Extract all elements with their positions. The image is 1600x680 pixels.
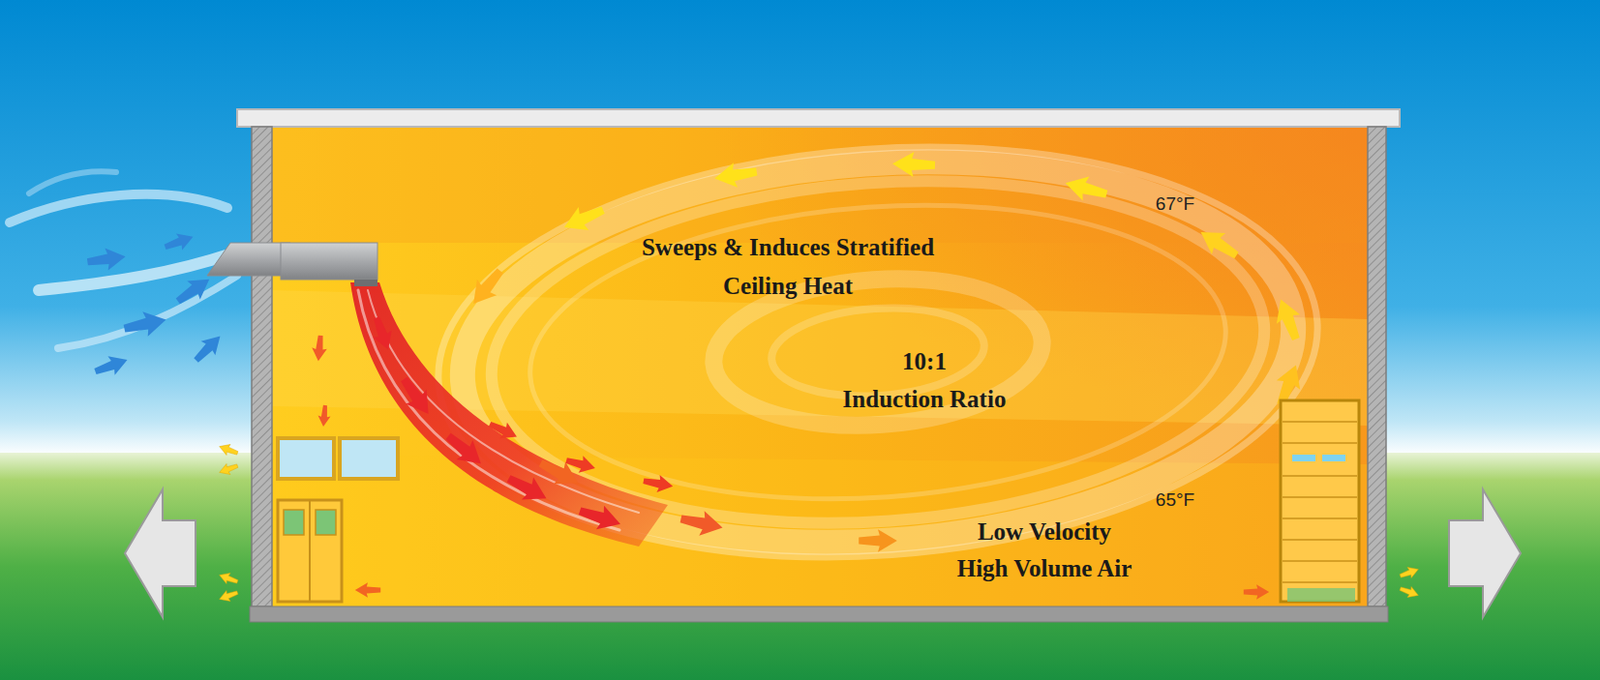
floor-arrows — [355, 582, 1269, 601]
floor-slab — [249, 606, 1389, 623]
flow-arrow — [559, 198, 609, 240]
flow-arrow — [534, 452, 584, 495]
plume-arrow — [366, 314, 398, 354]
wind-streak — [58, 275, 238, 349]
air-arrow — [91, 350, 131, 382]
air-arrow — [121, 307, 169, 342]
leak-arrow — [217, 441, 241, 459]
leak-arrow — [1398, 564, 1421, 582]
air-note: High Volume Air — [957, 549, 1133, 589]
flow-arrow — [678, 507, 725, 542]
flow-note: Sweeps & Induces Stratified Ceiling Heat — [623, 228, 953, 306]
flow-arrow — [858, 529, 898, 552]
plume-arrow — [575, 499, 625, 537]
window — [339, 438, 398, 480]
door-glass — [283, 510, 304, 536]
panel-line — [1282, 442, 1358, 445]
roof — [237, 109, 1400, 127]
flow-arrow — [463, 263, 511, 313]
duct-body — [280, 242, 378, 280]
plume-arrows — [310, 314, 675, 537]
leak-arrow — [217, 460, 241, 479]
panel-line — [1282, 581, 1358, 584]
wind-streak — [29, 171, 117, 194]
plume-arrow — [310, 334, 329, 363]
plume-arrow — [485, 416, 521, 446]
door-glass — [1322, 454, 1346, 462]
floor-arrow — [355, 582, 381, 599]
door-frame — [1280, 400, 1359, 603]
air-arrow — [161, 228, 196, 256]
wind-streak — [9, 194, 228, 223]
door-glass — [1292, 454, 1316, 462]
door-panels — [1282, 422, 1358, 583]
pressure-arrow-right — [1449, 489, 1521, 618]
plume-arrow — [317, 404, 333, 427]
plume-arrow — [564, 452, 598, 478]
outside-wind — [9, 171, 238, 349]
plume-streak — [358, 290, 620, 531]
door-glass — [315, 510, 336, 536]
air-duct — [207, 242, 378, 287]
air-note: Low Velocity — [977, 513, 1112, 552]
plume-streaks — [358, 290, 639, 531]
swirl-band — [519, 182, 1236, 521]
flow-arrow — [892, 150, 936, 179]
leak-arrow — [217, 570, 241, 588]
plume-streak — [367, 290, 639, 514]
panel-line — [1282, 475, 1358, 478]
temperature-reading: 65°F — [1155, 488, 1195, 513]
leak-arrow — [1398, 583, 1421, 602]
flow-arrow — [1268, 295, 1308, 344]
ratio-note: Induction Ratio — [843, 380, 1007, 420]
air-arrow — [86, 245, 127, 274]
floor-arrow — [1243, 584, 1269, 601]
overhead-door — [1280, 400, 1359, 603]
leak-arrows — [217, 441, 1421, 605]
duct-outlet — [354, 279, 378, 287]
panel-line — [1282, 517, 1358, 520]
plume-arrow — [440, 426, 489, 474]
heated-air-plume — [350, 282, 668, 547]
plume-arrow — [502, 467, 552, 511]
panel-line — [1282, 496, 1358, 499]
circulation-arrows — [463, 150, 1308, 552]
panel-line — [1282, 560, 1358, 563]
flow-arrow — [1061, 171, 1110, 208]
pressure-arrow-left — [124, 489, 196, 618]
window — [277, 438, 334, 480]
door-split — [308, 500, 311, 603]
ratio-value: 10:1 — [902, 342, 947, 382]
left-windows — [277, 438, 398, 480]
leak-arrow — [217, 587, 241, 605]
plume-arrow — [393, 372, 440, 423]
door-frame — [277, 500, 342, 603]
flow-arrow — [712, 159, 759, 192]
left-wall — [251, 126, 272, 607]
door-gap — [1287, 588, 1356, 603]
panel-line — [1282, 539, 1358, 542]
outside-air-arrows — [86, 228, 228, 382]
air-arrow — [188, 329, 228, 368]
temperature-reading: 67°F — [1155, 192, 1195, 216]
plume-arrow — [641, 472, 674, 495]
right-wall — [1367, 126, 1387, 607]
left-door — [277, 500, 342, 603]
flow-arrow — [1193, 221, 1243, 267]
intake-hood — [207, 242, 291, 276]
panel-line — [1282, 421, 1358, 423]
